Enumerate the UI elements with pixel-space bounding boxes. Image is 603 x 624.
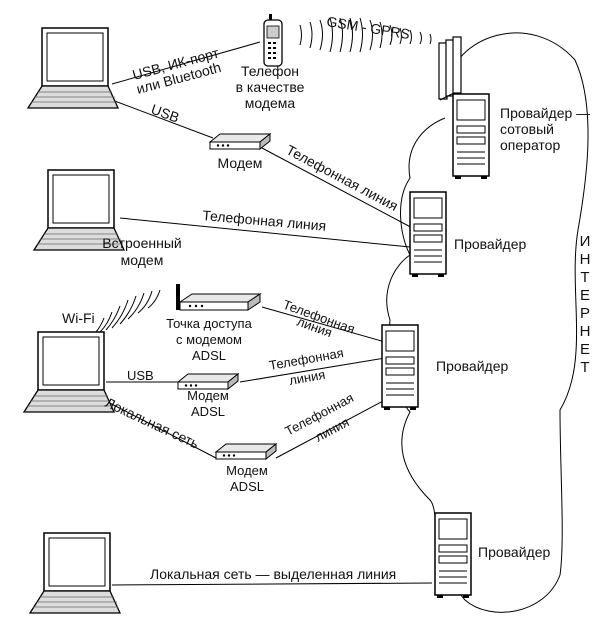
line-adsl2 (275, 399, 386, 459)
svg-text:И: И (580, 233, 591, 250)
line-usb-modem (111, 99, 214, 139)
phone-line-label-2: Телефонная линия (202, 207, 327, 234)
modem-adsl-label-1a: Модем (187, 388, 229, 403)
modem-adsl-2 (215, 443, 277, 460)
line-ap (261, 306, 386, 343)
modem-1 (209, 133, 271, 150)
svg-text:Н: Н (580, 251, 591, 268)
line-dedicated (111, 582, 433, 586)
phone-line-label-1: Телефонная линия (284, 142, 401, 214)
phone-label-2: в качестве (236, 79, 305, 95)
laptop-3 (23, 331, 115, 413)
provider-cell-label-3: оператор (500, 137, 560, 153)
svg-text:Т: Т (580, 359, 589, 376)
internet-label: И Н Т Е Р Н Е Т (580, 233, 591, 376)
svg-text:Р: Р (580, 305, 590, 322)
usb-label-2: USB (127, 368, 154, 383)
line-usb-ik (111, 41, 261, 85)
phone-label-3: модема (245, 95, 296, 111)
svg-text:Е: Е (580, 287, 590, 304)
provider-label-3: Провайдер (436, 358, 508, 374)
svg-text:Н: Н (580, 323, 591, 340)
gsm-wave (299, 17, 432, 53)
provider-tower-3 (381, 324, 419, 411)
ap-label-3: ADSL (192, 348, 226, 363)
wifi-wave (95, 289, 161, 333)
modem-adsl-label-1b: ADSL (191, 404, 225, 419)
provider-cell-label-1: Провайдер — (500, 105, 590, 121)
ap-label-2: с модемом (176, 332, 242, 347)
line-builtin (119, 217, 421, 249)
phone-line-label-4a: Телефонная (268, 345, 345, 373)
builtin-modem-label-1: Встроенный (102, 235, 181, 251)
phone-line-label-4b: линия (288, 367, 326, 388)
dedicated-line-label: Локальная сеть — выделенная линия (150, 566, 396, 582)
provider-tower-cellular (452, 93, 490, 180)
builtin-modem-label-2: модем (121, 252, 164, 268)
modem-adsl-label-2a: Модем (226, 463, 268, 478)
provider-tower-2 (409, 191, 447, 278)
phone-label-1: Телефон (241, 63, 299, 79)
laptop-4 (29, 532, 121, 614)
provider-label-4: Провайдер (478, 544, 550, 560)
svg-text:Т: Т (580, 269, 589, 286)
wifi-label: Wi-Fi (62, 310, 95, 326)
provider-cell-label-2: сотовый (500, 121, 554, 137)
line-phone-modem (261, 147, 421, 233)
svg-text:Е: Е (580, 341, 590, 358)
modem-adsl-label-2b: ADSL (230, 479, 264, 494)
modem-adsl-1 (177, 373, 239, 390)
usb-label-1: USB (149, 101, 182, 126)
provider-label-2: Провайдер (454, 236, 526, 252)
line-adsl1 (239, 357, 386, 383)
gsm-label: GSM - GPRS (326, 13, 411, 42)
phone-icon (263, 14, 283, 67)
provider-tower-4 (434, 512, 472, 599)
access-point-icon (176, 284, 262, 311)
modem-label-1: Модем (218, 155, 263, 171)
internet-cloud-outline (386, 32, 589, 613)
cell-tower-icon (438, 36, 469, 101)
line-local (99, 397, 217, 459)
ap-label-1: Точка доступа (166, 316, 252, 331)
laptop-1 (27, 27, 119, 109)
